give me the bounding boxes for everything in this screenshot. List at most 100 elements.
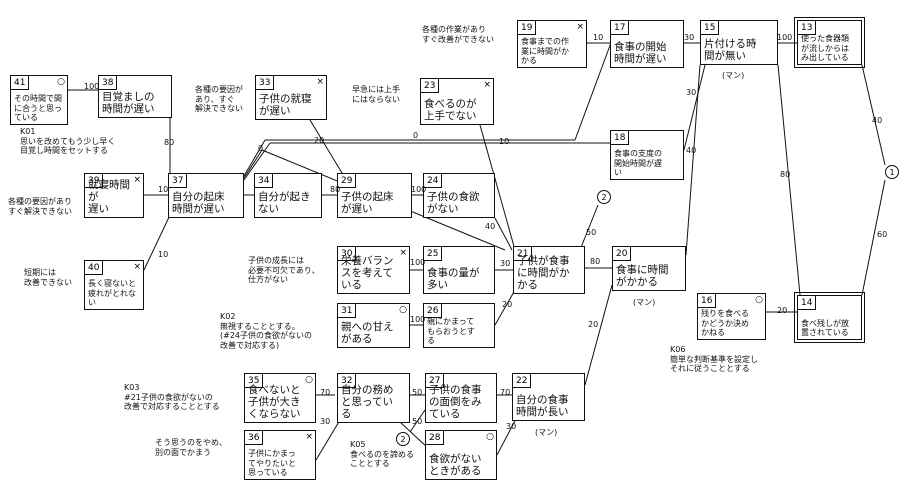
node-40: 40 × 長く寝ないと 疲れがとれな い <box>84 260 144 310</box>
node-id: 39 <box>85 174 104 188</box>
node-id: 40 <box>85 261 104 275</box>
note-30: 子供の成長には 必要不可欠であり、 仕方がない <box>248 256 320 285</box>
node-text: 子供にかまっ てやりたいと 思っている <box>248 449 296 477</box>
node-text: 自分が起き ない <box>258 190 311 215</box>
node-id: 30 <box>338 247 357 261</box>
edge-label: 20 <box>588 320 599 329</box>
node-23: 23 × 食べるのが 上手でない <box>420 78 494 125</box>
node-29: 29 子供の起床 が遅い <box>337 173 412 218</box>
connector-circle-2-top: 2 <box>597 190 611 204</box>
node-35: 35 ○ 食べないと 子供が大き くならない <box>244 373 316 423</box>
note-39: 各種の要因があり すぐ解決できない <box>8 197 72 216</box>
node-id: 29 <box>338 174 357 188</box>
edge-label: 20 <box>314 136 325 145</box>
man-label-22: (マン) <box>535 428 558 437</box>
note-k03: K03 #21子供の食欲がないの 改善で対応することとする <box>124 383 220 412</box>
node-text: 食事までの作 業に時間がか かる <box>521 37 569 65</box>
node-id: 19 <box>518 21 537 35</box>
edge-label: 10 <box>158 250 169 259</box>
node-text: 子供の食事 の面倒をみ ている <box>429 383 482 420</box>
node-39: 39 × 就寝時間が 遅い <box>84 173 144 218</box>
node-22: 22 自分の食事 時間が長い <box>512 373 585 421</box>
node-id: 27 <box>426 374 445 388</box>
note-k02: K02 無視することとする。 (#24子供の食欲がないの 改善で対応する) <box>220 312 313 350</box>
edge-label: 80 <box>590 257 601 266</box>
cross-marker-icon: × <box>133 262 141 272</box>
node-id: 36 <box>245 431 264 445</box>
node-text: 自分の務め と思ってい る <box>341 383 394 420</box>
circle-marker-icon: ○ <box>305 375 313 385</box>
note-k05: K05 食べるのを諦める こととする <box>350 440 414 469</box>
edge-label: 100 <box>411 185 427 194</box>
node-36: 36 × 子供にかまっ てやりたいと 思っている <box>244 430 316 480</box>
node-id: 38 <box>99 76 118 90</box>
node-id: 22 <box>513 374 532 388</box>
node-text: 就寝時間が 遅い <box>88 178 130 215</box>
node-id: 25 <box>424 247 443 261</box>
cross-marker-icon: × <box>133 175 141 185</box>
node-text: 栄養バラン スを考えて いる <box>341 254 394 291</box>
note-k06: K06 簡単な判断基準を設定し それに従うこととする <box>670 345 758 374</box>
node-id: 34 <box>255 174 274 188</box>
node-id: 16 <box>698 294 717 308</box>
node-33: 33 × 子供の就寝 が遅い <box>255 75 327 120</box>
node-id: 33 <box>256 76 275 90</box>
node-19: 19 × 食事までの作 業に時間がか かる <box>517 20 587 68</box>
note-23: 早急には上手 にはならない <box>352 85 400 104</box>
node-text: 食事に時間 がかかる <box>616 263 669 288</box>
node-21: 21 子供が食事 に時間がか かる <box>513 246 585 294</box>
node-text: 子供が食事 に時間がか かる <box>517 254 570 291</box>
node-24: 24 子供の食欲 がない <box>423 173 495 218</box>
edge-label: 80 <box>330 185 341 194</box>
man-label-20: (マン) <box>633 298 656 307</box>
node-41: 41 ○ その時間で間 に合うと思っ ている <box>10 75 68 125</box>
node-text: 自分の食事 時間が長い <box>516 393 569 418</box>
edge-label: 30 <box>686 88 697 97</box>
node-31: 31 ○ 親への甘え がある <box>337 303 410 348</box>
node-text: 目覚ましの 時間が遅い <box>102 90 155 115</box>
node-text: その時間で間 に合うと思っ ている <box>14 94 62 122</box>
circle-marker-icon: ○ <box>486 432 494 442</box>
edge-label: 40 <box>485 222 496 231</box>
edge-label: 100 <box>410 315 426 324</box>
node-18: 18 食事の支度の 開始時間が遅 い <box>610 130 684 180</box>
edge-label: 40 <box>686 146 697 155</box>
node-id: 24 <box>424 174 443 188</box>
edge-label: 100 <box>777 33 793 42</box>
edge-label: 0 <box>413 131 419 140</box>
node-text: 残りを食べる かどうか決め かねる <box>701 309 749 337</box>
cross-marker-icon: × <box>305 432 313 442</box>
node-id: 21 <box>514 247 533 261</box>
node-id: 13 <box>798 21 817 35</box>
node-text: 自分の起床 時間が遅い <box>172 190 225 215</box>
edge-label: 100 <box>84 82 100 91</box>
node-id: 18 <box>611 131 630 145</box>
edge-label: 70 <box>500 388 511 397</box>
node-text: 子供の起床 が遅い <box>341 190 394 215</box>
node-text: 食べ残しが放 置されている <box>801 318 849 337</box>
node-text: 食事の開始 時間が遅い <box>614 40 667 65</box>
edge-label: 30 <box>500 259 511 268</box>
node-28: 28 ○ 食欲がない ときがある <box>425 430 497 480</box>
node-text: 片付ける時 間が無い <box>704 37 757 62</box>
node-id: 35 <box>245 374 264 388</box>
node-text: 親への甘え がある <box>341 320 394 345</box>
node-26: 26 親にかまって もらおうとす る <box>423 303 495 348</box>
node-text: 食欲がない ときがある <box>429 452 482 477</box>
man-label-15: (マン) <box>722 71 745 80</box>
node-text: 食べないと 子供が大き くならない <box>248 383 301 420</box>
edge-label: 50 <box>412 388 423 397</box>
node-id: 17 <box>611 21 630 35</box>
cross-marker-icon: × <box>576 22 584 32</box>
note-40: 短期には 改善できない <box>24 268 72 287</box>
circle-marker-icon: ○ <box>755 295 763 305</box>
node-id: 20 <box>613 247 632 261</box>
edge-label: 100 <box>410 258 426 267</box>
note-19: 各種の作業があり すぐ改善ができない <box>422 25 494 44</box>
node-32: 32 自分の務め と思ってい る <box>337 373 410 423</box>
note-36: そう思うのをやめ、 別の面でかまう <box>155 438 227 457</box>
node-13: 13 使った食器類 が流しからは み出している <box>794 17 865 68</box>
edge-label: 80 <box>164 138 175 147</box>
edge-label: 10 <box>158 185 169 194</box>
